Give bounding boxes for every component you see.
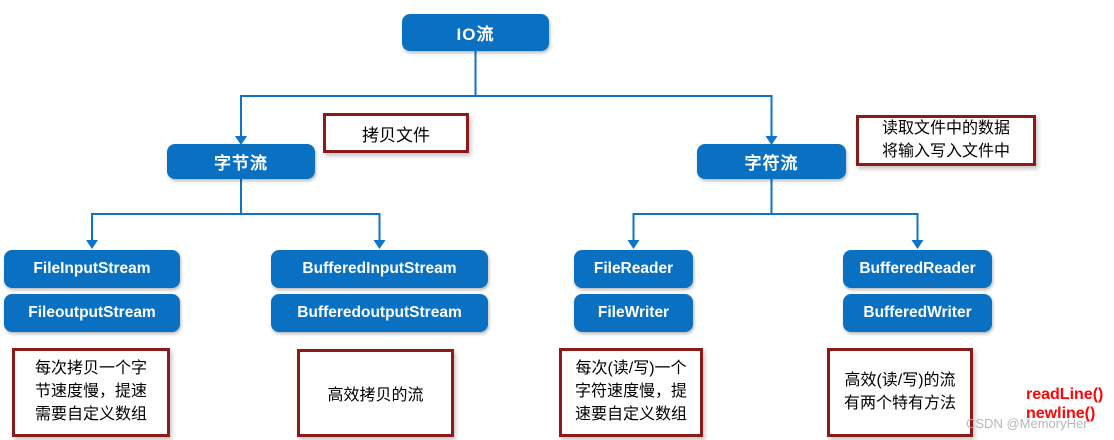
- note-char-fast-line1: 高效(读/写)的流: [844, 371, 956, 389]
- note-char-purpose-line1: 读取文件中的数据: [881, 119, 1010, 137]
- note-byte-fast: 高效拷贝的流: [297, 349, 454, 437]
- note-byte-slow-line2: 节速度慢，提速: [34, 383, 147, 401]
- note-char-fast-line2: 有两个特有方法: [843, 394, 956, 412]
- node-file-output-stream: FileoutputStream: [4, 294, 180, 332]
- note-char-slow-line2: 字符速度慢，提: [574, 383, 687, 401]
- node-char-stream: 字符流: [697, 144, 846, 179]
- note-char-purpose-line2: 将输入写入文件中: [881, 142, 1010, 160]
- node-byte-stream: 字节流: [167, 144, 315, 179]
- method-newline: newline(): [1026, 405, 1096, 422]
- node-io-stream: IO流: [402, 14, 549, 51]
- node-file-input-stream: FileInputStream: [4, 250, 180, 288]
- node-file-reader: FileReader: [574, 250, 693, 288]
- node-buffered-writer: BufferedWriter: [843, 294, 992, 332]
- csdn-watermark: CSDN @MemoryHer: [966, 416, 1088, 431]
- note-char-slow-line1: 每次(读/写)一个: [575, 360, 687, 378]
- special-methods: readLine() newline(): [1026, 385, 1103, 423]
- note-char-slow: 每次(读/写)一个 字符速度慢，提 速要自定义数组: [559, 348, 703, 437]
- node-buffered-input-stream: BufferedInputStream: [271, 250, 488, 288]
- node-file-writer: FileWriter: [574, 294, 693, 332]
- note-byte-slow-line3: 需要自定义数组: [34, 405, 147, 423]
- note-char-slow-line3: 速要自定义数组: [574, 405, 687, 423]
- method-readline: readLine(): [1026, 386, 1104, 403]
- note-copy-file: 拷贝文件: [323, 113, 469, 153]
- note-char-fast: 高效(读/写)的流 有两个特有方法: [827, 348, 973, 437]
- note-byte-slow: 每次拷贝一个字 节速度慢，提速 需要自定义数组: [12, 348, 170, 437]
- node-buffered-output-stream: BufferedoutputStream: [271, 294, 488, 332]
- note-byte-slow-line1: 每次拷贝一个字: [34, 360, 147, 378]
- note-char-purpose: 读取文件中的数据 将输入写入文件中: [856, 115, 1036, 166]
- node-buffered-reader: BufferedReader: [843, 250, 992, 288]
